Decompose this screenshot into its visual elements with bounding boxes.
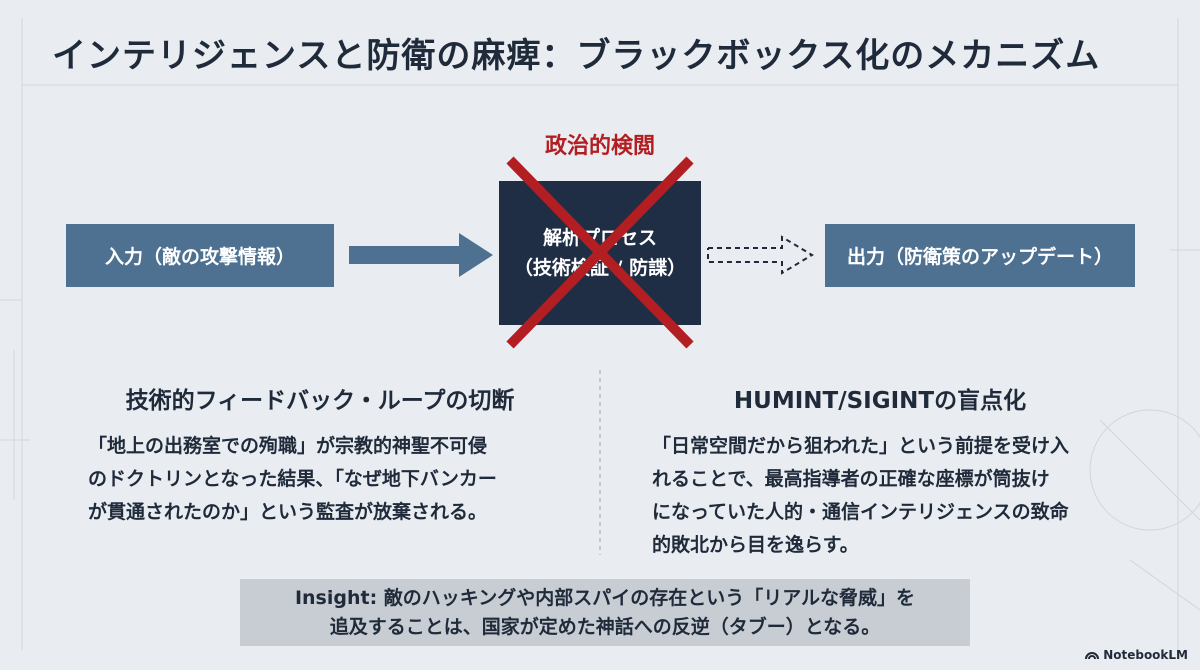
input-label: 入力（敵の攻撃情報） — [104, 246, 295, 268]
left-body-line: 「地上の出務室での殉職」が宗教的神聖不可侵 — [88, 435, 488, 457]
input-box: 入力（敵の攻撃情報） — [66, 224, 334, 287]
left-body: 「地上の出務室での殉職」が宗教的神聖不可侵 のドクトリンとなった結果、「なぜ地下… — [88, 430, 497, 529]
notebooklm-brand: NotebookLM — [1085, 648, 1188, 662]
insight-box: Insight: 敵のハッキングや内部スパイの存在という「リアルな脅威」を 追及… — [240, 579, 970, 646]
right-body-line: 的敗北から目を逸らす。 — [652, 534, 859, 556]
process-label-line1: 解析プロセス — [542, 227, 657, 249]
right-body: 「日常空間だから狙われた」という前提を受け入 れることで、最高指導者の正確な座標… — [652, 430, 1069, 562]
page-title: インテリジェンスと防衛の麻痺：ブラックボックス化のメカニズム — [52, 36, 1101, 76]
insight-line1: Insight: 敵のハッキングや内部スパイの存在という「リアルな脅威」を — [294, 586, 916, 609]
output-box: 出力（防衛策のアップデート） — [825, 224, 1135, 287]
notebooklm-logo-icon — [1085, 652, 1100, 660]
right-body-line: 「日常空間だから狙われた」という前提を受け入 — [652, 435, 1070, 457]
analysis-process-box: 解析プロセス （技術検証 / 防諜） — [499, 181, 701, 325]
political-censorship-label: 政治的検閲 — [544, 134, 655, 159]
brand-label: NotebookLM — [1103, 648, 1188, 662]
right-heading: HUMINT/SIGINTの盲点化 — [733, 388, 1027, 414]
insight-line2: 追及することは、国家が定めた神話への反逆（タブー）となる。 — [329, 615, 881, 638]
right-body-line: になっていた人的・通信インテリジェンスの致命 — [652, 501, 1069, 523]
dashed-flow-arrow — [707, 235, 814, 275]
left-body-line: のドクトリンとなった結果、「なぜ地下バンカー — [88, 468, 497, 490]
left-heading: 技術的フィードバック・ループの切断 — [125, 388, 515, 414]
solid-flow-arrow — [349, 233, 493, 277]
right-body-line: れることで、最高指導者の正確な座標が筒抜け — [652, 468, 1050, 490]
left-body-line: が貫通されたのか」という監査が放棄される。 — [88, 501, 488, 523]
process-label-line2: （技術検証 / 防諜） — [513, 257, 687, 279]
output-label: 出力（防衛策のアップデート） — [846, 246, 1113, 268]
